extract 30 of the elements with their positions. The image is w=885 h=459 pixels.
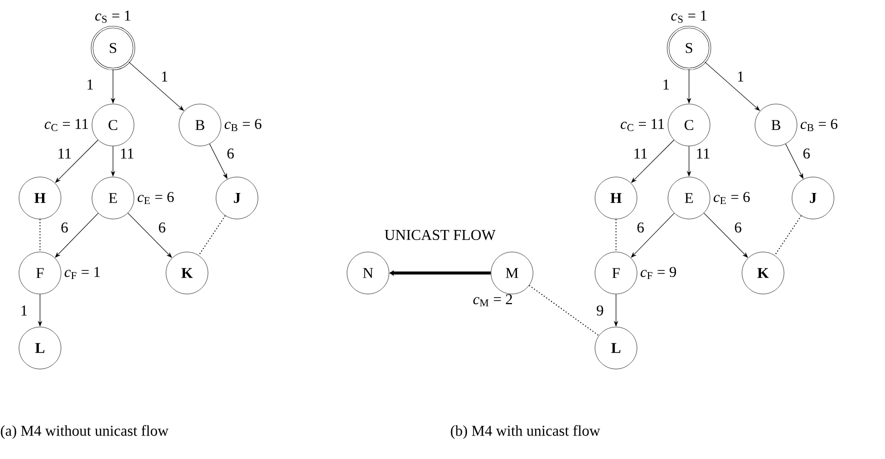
edge-label: 1 (160, 70, 170, 82)
edge-label: 11 (56, 148, 73, 160)
caption: (b) M4 with unicast flow (450, 425, 600, 439)
cost-label: c$_{B}$ = 6 (224, 118, 262, 132)
edge-label: 11 (632, 148, 649, 160)
cost-label: c$_{M}$ = 2 (473, 294, 512, 306)
cost-label: c$_{C}$ = 11 (620, 118, 664, 132)
cost-label: c$_{S}$ = 1 (95, 10, 130, 23)
caption: (a) M4 without unicast flow (0, 425, 168, 439)
cost-label: c$_{C}$ = 11 (44, 118, 88, 132)
cost-label: c$_{E}$ = 6 (714, 192, 750, 204)
edge-label: 1 (736, 70, 746, 82)
edge-label: 6 (60, 221, 70, 234)
edge-label: 9 (595, 304, 605, 317)
edge-label: 11 (694, 148, 712, 160)
cost-label: c$_{E}$ = 6 (138, 192, 174, 204)
cost-label: c$_{S}$ = 1 (671, 10, 706, 23)
edge-label: 1 (661, 78, 671, 90)
cost-label: c$_{F}$ = 1 (64, 266, 100, 280)
edge-label: 6 (636, 221, 646, 234)
flow-label: UNICAST FLOW (384, 230, 496, 240)
edge-label: 6 (802, 147, 812, 160)
edge-label: 1 (19, 304, 29, 316)
edge-label: 6 (733, 221, 743, 234)
cost-label: c$_{B}$ = 6 (800, 118, 838, 132)
cost-label: c$_{F}$ = 9 (640, 266, 676, 280)
edge-label: 1 (85, 78, 95, 90)
edge-label: 6 (226, 147, 236, 160)
edge-label: 11 (118, 148, 136, 160)
edge-label: 6 (157, 221, 167, 234)
